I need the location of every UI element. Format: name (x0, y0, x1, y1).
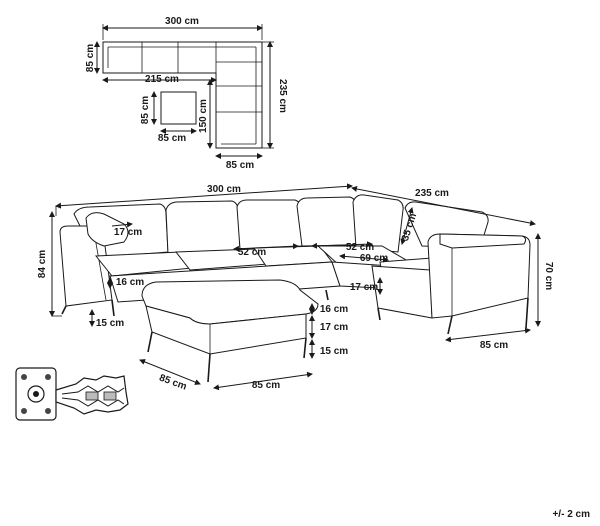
top-view-ottoman (160, 91, 197, 125)
back-cushion (296, 196, 357, 247)
armrest-height-label: 16 cm (116, 277, 144, 288)
total-depth-label: 235 cm (277, 79, 288, 113)
tolerance-note: +/- 2 cm (552, 509, 590, 520)
leg-right-label: 17 cm (350, 282, 378, 293)
ottoman-cushion-label: 16 cm (320, 304, 348, 315)
ottoman-depth-label: 85 cm (140, 96, 151, 124)
dim-line (233, 243, 299, 252)
ottoman-base (145, 305, 307, 355)
dim-line (213, 371, 313, 391)
dim-line (311, 241, 373, 249)
leg-left-label: 15 cm (96, 318, 124, 329)
dim-line (400, 207, 414, 245)
ottoman-perspective: 16 cm 17 cm 15 cm 85 cm 85 cm (139, 279, 348, 393)
bottom-width-label: 85 cm (226, 160, 254, 171)
right-module (371, 265, 433, 319)
ottoman-leg (207, 353, 211, 383)
ottoman-leg (303, 337, 307, 359)
ottoman-leg (147, 331, 153, 353)
backrest-left-label: 52 cm (238, 247, 266, 258)
total-height-label: 84 cm (37, 250, 48, 278)
sofa-width-label: 300 cm (207, 184, 241, 195)
dim-line (111, 221, 133, 228)
ottoman-width-label: 85 cm (252, 380, 280, 391)
dim-line (351, 186, 536, 226)
right-width-label: 85 cm (480, 340, 508, 351)
right-armrest-top (439, 233, 527, 249)
sofa-leg (325, 289, 329, 301)
back-cushion (165, 200, 241, 255)
dim-line (139, 359, 201, 385)
dim-line (55, 183, 353, 209)
inner-depth-label: 150 cm (198, 99, 209, 133)
top-width-label: 300 cm (165, 16, 199, 27)
sofa-leg (447, 315, 453, 335)
inner-width-label: 215 cm (145, 74, 179, 85)
ottoman-depth-label: 85 cm (158, 373, 189, 393)
sofa-leg (525, 297, 529, 329)
connector-clip-icon (15, 367, 129, 421)
right-height-label: 70 cm (543, 262, 554, 290)
backrest-right-label: 52 cm (346, 242, 374, 253)
seat-depth-label: 69 cm (360, 253, 388, 264)
throw-pillow (85, 212, 129, 247)
back-cushion (236, 199, 303, 250)
pillow-label: 17 cm (114, 227, 142, 238)
sofa-leg (111, 299, 115, 317)
ottoman-width-label: 85 cm (158, 133, 186, 144)
ottoman-legs-label: 15 cm (320, 346, 348, 357)
sofa-leg (61, 305, 67, 315)
dim-line (339, 253, 389, 263)
dim-line (445, 327, 531, 343)
top-depth-label: 85 cm (85, 44, 96, 72)
ottoman-base-label: 17 cm (320, 322, 348, 333)
armrest-edge (93, 231, 107, 301)
sofa-leg (377, 307, 381, 321)
top-view-diagram: 300 cm 85 cm 215 cm 235 cm 150 cm 85 cm … (85, 16, 288, 171)
sofa-depth-label: 235 cm (415, 188, 449, 199)
